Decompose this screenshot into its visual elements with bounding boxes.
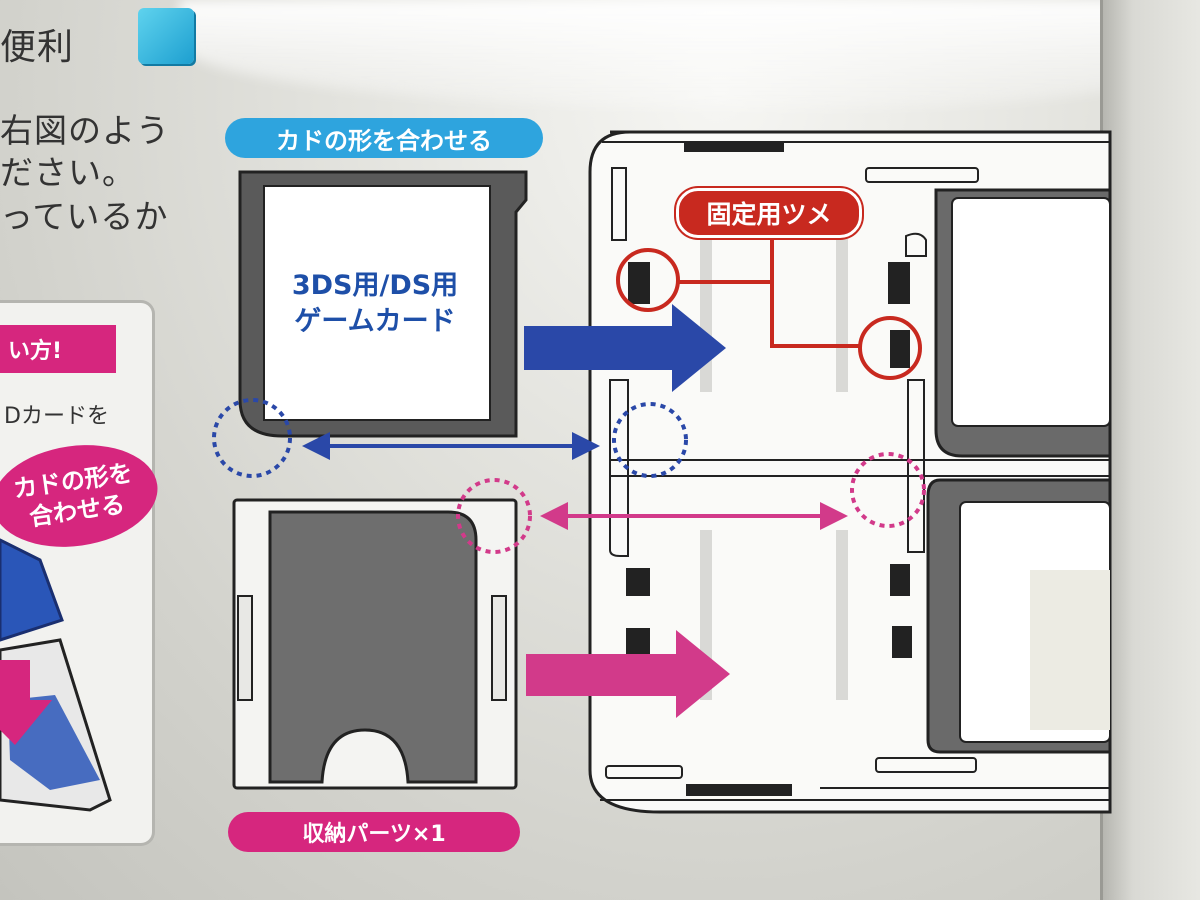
partial-heading: 便利: [0, 27, 75, 68]
corner-match-blue: [212, 398, 688, 478]
storage-part: [232, 498, 518, 790]
card-label-line-1: 3DS用/DS用: [291, 270, 459, 301]
partial-text-line-2: ださい。: [0, 153, 136, 192]
corner-match-pink: [456, 452, 926, 554]
card-case: [588, 130, 1112, 814]
usage-card-text: Dカードを: [4, 404, 109, 429]
game-card: [238, 170, 528, 438]
partial-text-line-1: 右図のよう: [0, 111, 170, 150]
game-card-label: 3DS用/DS用 ゲームカード: [262, 268, 488, 340]
storage-part-label: 収納パーツ×1: [228, 812, 520, 852]
arrow-right-icon: [526, 630, 730, 718]
partial-text-line-3: っているか: [0, 197, 169, 236]
usage-title: い方!: [0, 325, 116, 373]
fixing-claw-callouts: [616, 234, 922, 380]
card-label-line-2: ゲームカード: [294, 306, 456, 337]
mini-tray-illustration: [0, 538, 112, 812]
cube-icon: [138, 8, 194, 64]
arrow-right-icon: [524, 304, 726, 392]
fixing-claw-label: 固定用ツメ: [676, 188, 862, 238]
align-shape-label: カドの形を合わせる: [225, 118, 543, 158]
